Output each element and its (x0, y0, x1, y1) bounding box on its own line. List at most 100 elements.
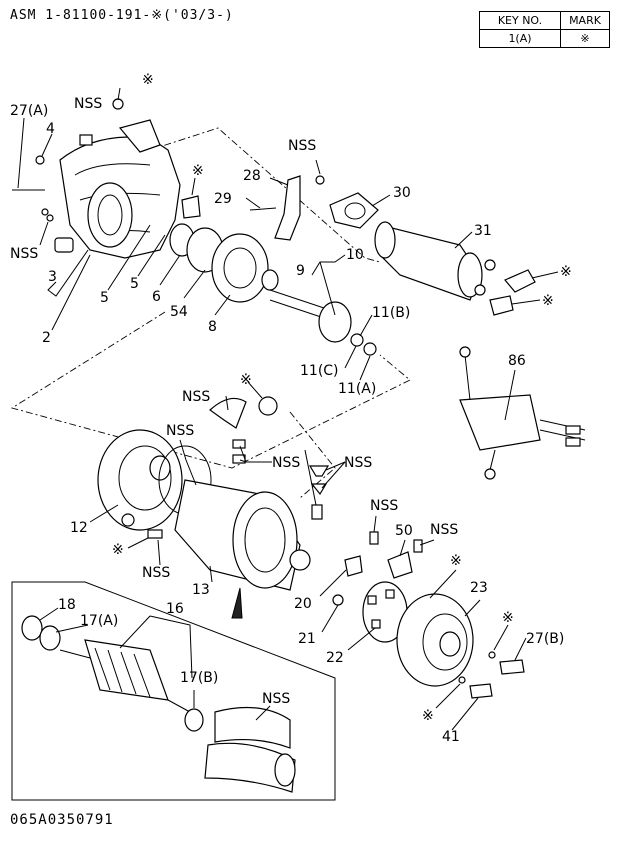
label-star-4: ※ (542, 293, 554, 309)
part-12-gear-housing (97, 429, 183, 531)
key-no-value: 1(A) (479, 29, 561, 48)
label-31: 31 (474, 223, 492, 239)
label-10: 10 (346, 247, 364, 263)
cap-star-mid (258, 396, 278, 416)
label-18: 18 (58, 597, 76, 613)
nss-washer-right-a (308, 465, 330, 477)
part-23-rear-cover (396, 593, 474, 687)
part-20-brush (344, 555, 363, 577)
nss-washer-right-b (310, 483, 328, 496)
shaft-9 (269, 289, 352, 343)
label-11b: 11(B) (372, 305, 410, 321)
label-8: 8 (208, 319, 217, 335)
label-star-9: ※ (422, 708, 434, 724)
part-31-solenoid (374, 221, 496, 301)
drive-housing (59, 119, 181, 259)
nss-bolt-yoke (147, 529, 163, 539)
label-star-1: ※ (142, 72, 154, 88)
nss-brush-assembly (204, 706, 296, 793)
nss-screw-50a (369, 531, 379, 545)
part-50-brush (387, 551, 413, 579)
label-nss-2: NSS (10, 246, 38, 262)
label-nss-8: NSS (142, 565, 170, 581)
nss-nut-mid-a (232, 439, 246, 449)
armature-box (11, 581, 336, 801)
nss-washer-b (46, 214, 54, 222)
label-21: 21 (298, 631, 316, 647)
leader-lines (17, 87, 559, 731)
part-27a-bolt-head (79, 134, 93, 146)
label-nss-4: NSS (182, 389, 210, 405)
drawing-code: 065A0350791 (10, 812, 114, 828)
mark-value: ※ (560, 29, 610, 48)
label-nss-9: NSS (370, 498, 398, 514)
part-11a-washer (363, 342, 377, 356)
label-30: 30 (393, 185, 411, 201)
part-27b-bolt (499, 659, 525, 675)
label-star-5: ※ (240, 372, 252, 388)
label-27a: 27(A) (10, 103, 48, 119)
part-30-gasket (329, 192, 379, 229)
part-13-yoke (174, 479, 311, 591)
label-28: 28 (243, 168, 261, 184)
label-22: 22 (326, 650, 344, 666)
part-16-armature (59, 639, 191, 713)
label-star-3: ※ (560, 264, 572, 280)
label-23: 23 (470, 580, 488, 596)
label-13: 13 (192, 582, 210, 598)
label-3: 3 (48, 269, 57, 285)
label-star-7: ※ (450, 553, 462, 569)
nss-terminal-bolt (311, 504, 323, 520)
part-86-relay-harness (459, 346, 586, 480)
part-washer-star-27b (488, 651, 496, 659)
diagram-title: ASM 1-81100-191-※('03/3-) (10, 8, 234, 23)
label-11a: 11(A) (338, 381, 376, 397)
label-16: 16 (166, 601, 184, 617)
part-18-washer (21, 615, 43, 641)
label-41: 41 (442, 729, 460, 745)
arrow-marker (231, 587, 243, 619)
terminal-cap-star-a (504, 269, 536, 293)
label-nss-6: NSS (272, 455, 300, 471)
label-17a: 17(A) (80, 613, 118, 629)
label-2: 2 (42, 330, 51, 346)
label-star-6: ※ (112, 542, 124, 558)
label-86: 86 (508, 353, 526, 369)
label-6: 6 (152, 289, 161, 305)
nss-screw-50b (413, 539, 423, 553)
label-star-2: ※ (192, 163, 204, 179)
label-11c: 11(C) (300, 363, 339, 379)
label-4: 4 (46, 121, 55, 137)
label-29: 29 (214, 191, 232, 207)
part-29-pin (249, 207, 277, 211)
connector-cable (209, 397, 247, 429)
label-5a: 5 (100, 290, 109, 306)
label-12: 12 (70, 520, 88, 536)
label-5b: 5 (130, 276, 139, 292)
label-star-8: ※ (502, 610, 514, 626)
label-20: 20 (294, 596, 312, 612)
label-50: 50 (395, 523, 413, 539)
pinion-clutch (169, 223, 279, 303)
part-28-lever (274, 175, 301, 241)
label-nss-5: NSS (166, 423, 194, 439)
mark-header: MARK (560, 11, 610, 30)
label-nss-11: NSS (262, 691, 290, 707)
part-11c-washer (350, 333, 364, 347)
part-21-spring (332, 594, 344, 606)
group-outline-mid (10, 311, 411, 469)
callout-labels: 27(A) 4 NSS ※ NSS 3 2 5 5 6 54 8 ※ NSS 2… (10, 72, 572, 745)
part-4-washer (35, 155, 45, 165)
cap-part-star (181, 195, 201, 219)
label-nss-3: NSS (288, 138, 316, 154)
label-17b: 17(B) (180, 670, 218, 686)
group-outline-cap (289, 411, 336, 499)
label-27b: 27(B) (526, 631, 564, 647)
terminal-cap-star-b (489, 295, 514, 316)
part-41-bolt (469, 683, 493, 699)
label-nss-1: NSS (74, 96, 102, 112)
plug-star (112, 98, 124, 110)
nss-nut-mid-b (232, 454, 246, 464)
key-mark-table: KEY NO. MARK 1(A) ※ (479, 11, 610, 48)
